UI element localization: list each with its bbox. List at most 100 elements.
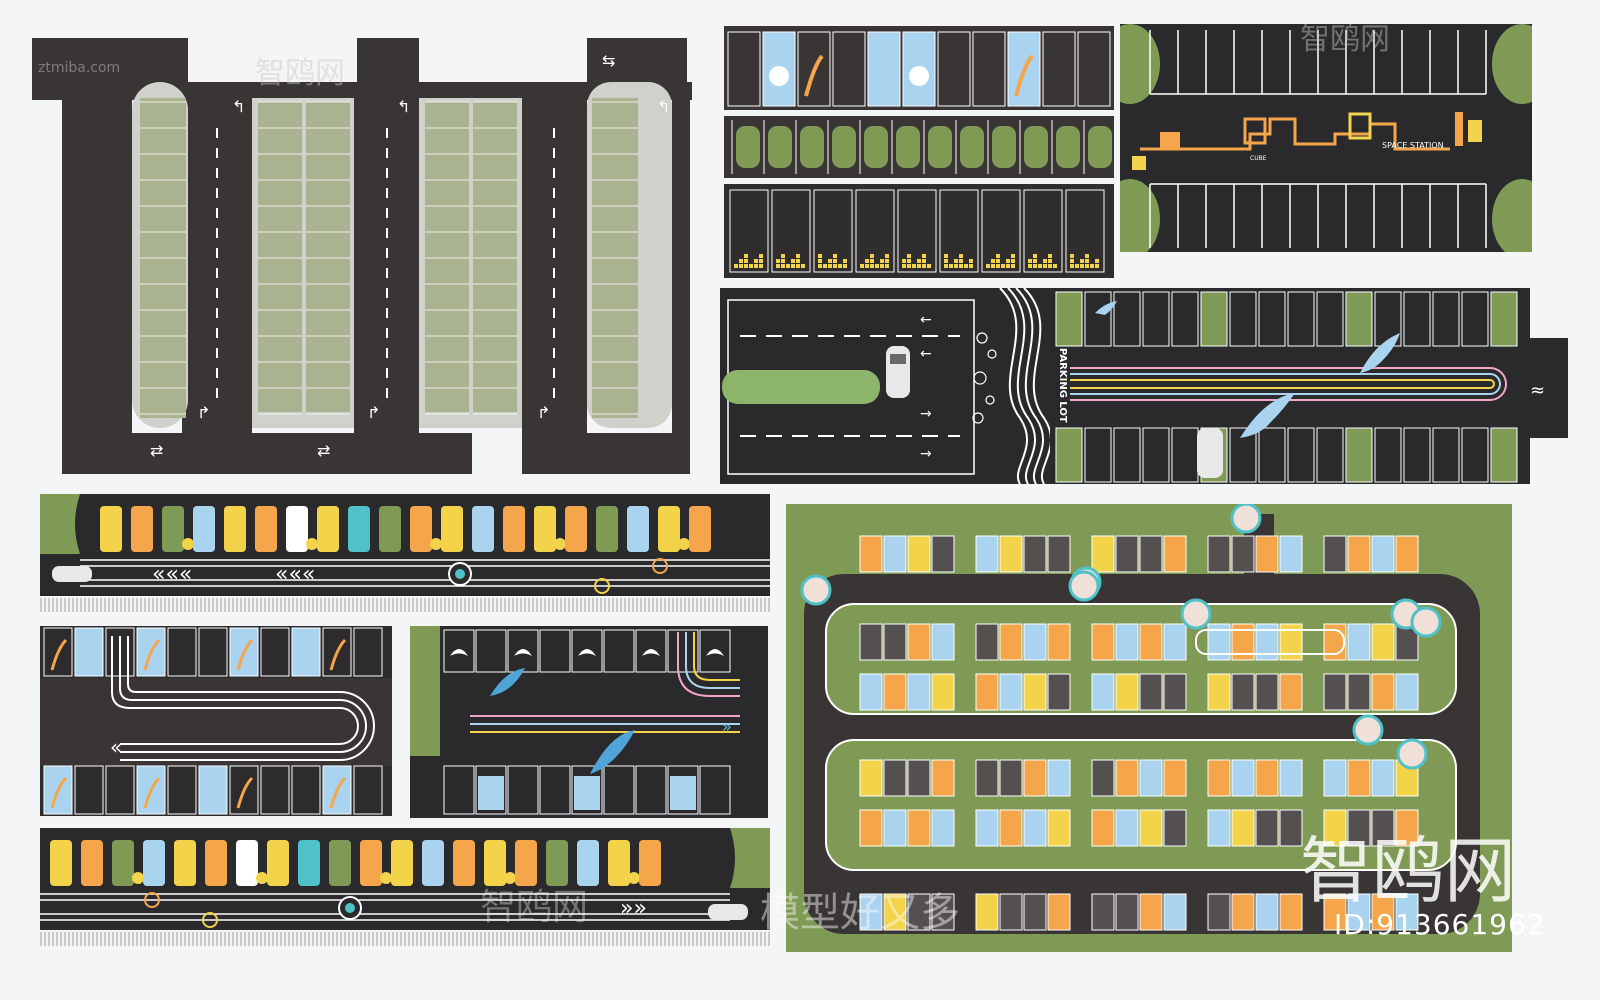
pixel-strip (724, 184, 1114, 278)
pixel-block (781, 264, 785, 268)
fence-bar (608, 598, 610, 612)
pixel-block (776, 264, 780, 268)
fence-bar (208, 932, 210, 946)
parking-stall (907, 759, 931, 797)
fence-bar (412, 598, 414, 612)
parking-stall (1139, 809, 1163, 847)
fence-bar (684, 598, 686, 612)
fence-bar (276, 598, 278, 612)
pixel-block (1043, 264, 1047, 268)
parking-stall (1084, 291, 1112, 347)
fence-bar (128, 598, 130, 612)
parking-stall (475, 629, 507, 673)
fence-bar (640, 598, 642, 612)
parking-stall (317, 506, 339, 552)
fence-bar (576, 932, 578, 946)
fence-bar (112, 598, 114, 612)
planter (800, 126, 824, 168)
fence-bar (536, 598, 538, 612)
fence-bar (48, 932, 50, 946)
fence-bar (172, 932, 174, 946)
parking-stall (832, 31, 866, 107)
fence-bar (680, 932, 682, 946)
fence-bar (560, 932, 562, 946)
fence-bar (96, 932, 98, 946)
parking-stall (883, 893, 907, 931)
car-icon (708, 904, 748, 920)
parking-stall (1113, 427, 1141, 483)
leaf-icon (143, 638, 161, 671)
traffic-light-icon (554, 538, 566, 550)
fence-bar (396, 598, 398, 612)
parking-stall (897, 189, 937, 273)
pixel-block (902, 264, 906, 268)
pixel-block (944, 254, 948, 258)
parking-stall (1229, 427, 1257, 483)
fence-bar (676, 598, 678, 612)
fence-bar (200, 598, 202, 612)
umbrella-icon (1410, 606, 1442, 638)
fence-bar (176, 598, 178, 612)
fence-bar (604, 932, 606, 946)
fence-bar (740, 932, 742, 946)
parking-stall (353, 765, 383, 815)
pixel-block (838, 264, 842, 268)
fence-bar (528, 598, 530, 612)
traffic-light-icon (628, 872, 640, 884)
fence-bar (544, 932, 546, 946)
parking-stall (1255, 535, 1279, 573)
fence-bar (316, 598, 318, 612)
parking-stall (131, 506, 153, 552)
pixel-block (927, 264, 931, 268)
fence-bar (140, 598, 142, 612)
parking-stall (255, 506, 277, 552)
fence-bar (264, 598, 266, 612)
parking-stall (1047, 673, 1071, 711)
fence-bar (376, 932, 378, 946)
fence-bar (488, 598, 490, 612)
fence-bar (156, 932, 158, 946)
parking-stall (727, 31, 761, 107)
fence-bar (160, 932, 162, 946)
pixel-block (944, 264, 948, 268)
pixel-block (959, 254, 963, 258)
fence-bar (112, 932, 114, 946)
pixel-block (754, 264, 758, 268)
fence-bar (228, 932, 230, 946)
parking-stall (534, 506, 556, 552)
parking-stall (1279, 759, 1303, 797)
fence-bar (472, 598, 474, 612)
whale-tile (478, 776, 504, 810)
parking-stall (507, 765, 539, 815)
pixel-block (996, 264, 1000, 268)
fence-bar (304, 598, 306, 612)
space-station-label: SPACE STATION (1382, 141, 1444, 150)
parking-stall (1403, 291, 1431, 347)
fence-bar (384, 932, 386, 946)
pixel-block (739, 259, 743, 263)
pixel-block (1011, 264, 1015, 268)
pixel-block (1011, 259, 1015, 263)
parking-stall (907, 623, 931, 661)
parking-stall (972, 31, 1006, 107)
pixel-block (902, 259, 906, 263)
leaf-icon (329, 638, 347, 671)
fence-bar (760, 932, 762, 946)
parking-stall (1229, 291, 1257, 347)
planter (896, 126, 920, 168)
parking-stall (855, 189, 895, 273)
fence-bar (564, 598, 566, 612)
fence-bar (520, 932, 522, 946)
fence-bar (648, 932, 650, 946)
fence-bar (288, 598, 290, 612)
pixel-block (944, 259, 948, 263)
fence-bar (344, 932, 346, 946)
parking-stall (931, 893, 955, 931)
parking-stall (167, 765, 197, 815)
decorated-stall-strip-planters (724, 116, 1114, 178)
fence-bar (116, 932, 118, 946)
pixel-block (907, 264, 911, 268)
fence-bar (344, 598, 346, 612)
car-icon (886, 346, 910, 398)
fence-bar (584, 932, 586, 946)
